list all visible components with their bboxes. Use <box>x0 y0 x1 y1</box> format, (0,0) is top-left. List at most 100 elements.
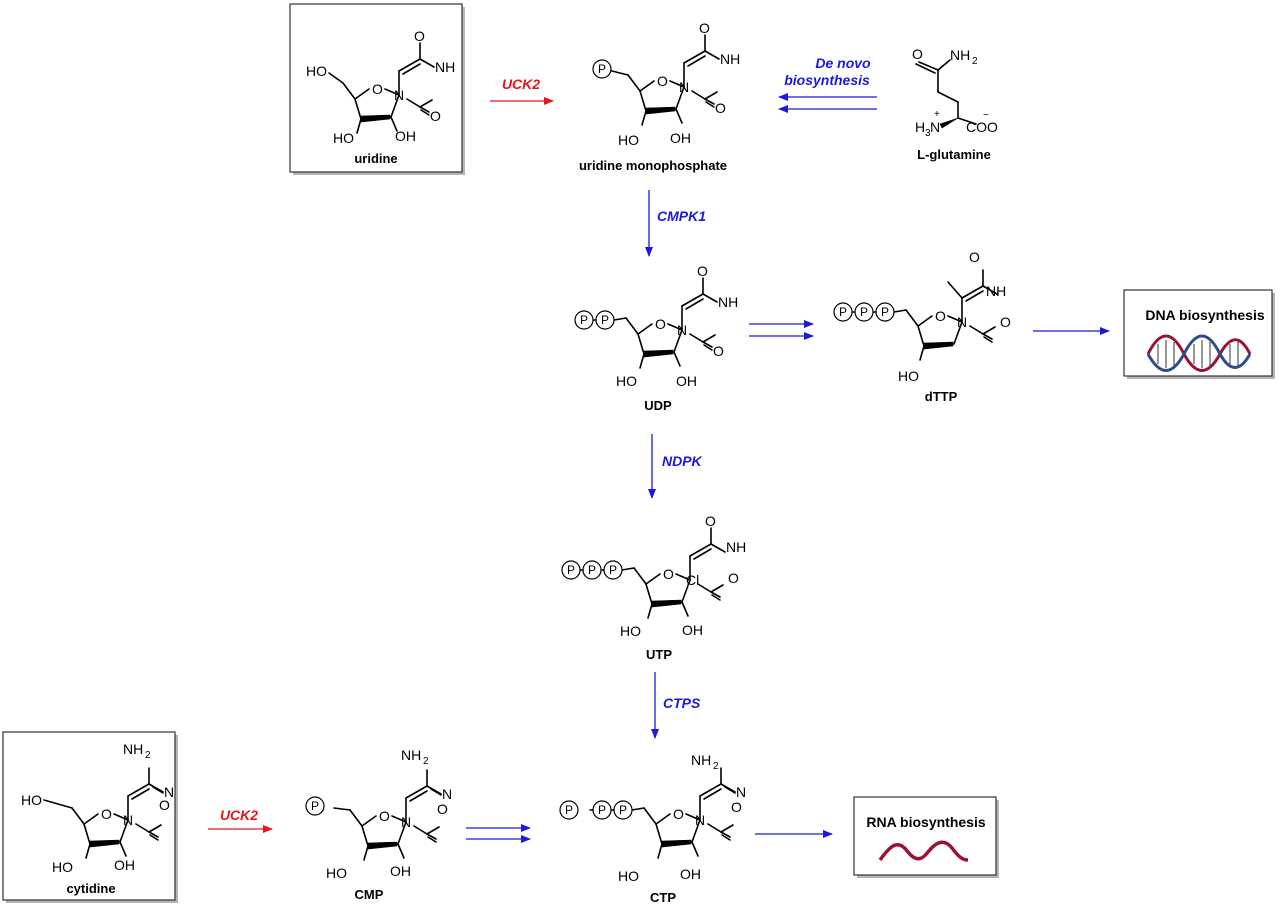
rna-biosynthesis-box <box>853 796 999 878</box>
svg-text:O: O <box>715 100 726 116</box>
svg-text:H: H <box>915 119 925 135</box>
svg-text:NH: NH <box>726 539 746 555</box>
svg-text:P: P <box>580 313 588 327</box>
svg-text:2: 2 <box>713 761 719 772</box>
cmp-structure: N NH 2 N O O P HO OH <box>305 747 452 881</box>
svg-text:2: 2 <box>972 56 978 67</box>
svg-text:OH: OH <box>682 622 703 638</box>
de-novo-label-2: biosynthesis <box>784 72 870 88</box>
svg-text:O: O <box>437 801 448 817</box>
svg-text:N: N <box>695 812 705 828</box>
svg-text:O: O <box>713 343 724 359</box>
svg-text:N: N <box>930 119 940 135</box>
svg-text:O: O <box>655 316 666 332</box>
svg-text:COO: COO <box>966 119 998 135</box>
svg-text:P: P <box>598 803 606 817</box>
svg-text:O: O <box>430 108 441 124</box>
svg-text:NH: NH <box>691 752 711 768</box>
udp-label: UDP <box>644 398 672 413</box>
svg-text:P: P <box>619 803 627 817</box>
dna-biosynthesis-title: DNA biosynthesis <box>1145 307 1264 323</box>
svg-text:OH: OH <box>395 128 416 144</box>
svg-text:O: O <box>657 73 668 89</box>
svg-text:−: − <box>983 110 989 121</box>
l-glutamine-structure: O NH 2 H 3 N + COO − <box>912 46 998 139</box>
utp-structure: Cl O NH O O P P P HO OH <box>561 513 746 639</box>
svg-text:O: O <box>935 308 946 324</box>
ctps-label: CTPS <box>663 695 701 711</box>
uck2-bottom-label: UCK2 <box>220 807 258 823</box>
svg-text:O: O <box>673 806 684 822</box>
l-glutamine-label: L-glutamine <box>917 147 991 162</box>
uridine-box <box>289 3 465 175</box>
svg-text:NH: NH <box>950 47 970 63</box>
cytidine-box <box>2 731 178 903</box>
svg-text:P: P <box>860 305 868 319</box>
dna-biosynthesis-box <box>1123 289 1275 379</box>
svg-text:O: O <box>705 513 716 529</box>
svg-text:N: N <box>123 812 133 828</box>
cmp-label: CMP <box>355 887 384 902</box>
rna-biosynthesis-title: RNA biosynthesis <box>866 814 985 830</box>
svg-text:P: P <box>567 563 575 577</box>
svg-text:O: O <box>728 570 739 586</box>
svg-text:N: N <box>679 79 689 95</box>
ump-label: uridine monophosphate <box>579 158 727 173</box>
svg-text:N: N <box>401 814 411 830</box>
ndpk-label: NDPK <box>662 453 703 469</box>
svg-text:O: O <box>969 249 980 265</box>
cytidine-label: cytidine <box>66 881 115 896</box>
cytidine-structure: N NH 2 N O O HO HO OH <box>21 741 174 875</box>
svg-text:O: O <box>101 806 112 822</box>
svg-text:O: O <box>731 799 742 815</box>
svg-text:P: P <box>565 803 573 817</box>
rna-strand-icon <box>878 840 969 862</box>
cmpk1-label: CMPK1 <box>657 208 706 224</box>
svg-text:OH: OH <box>680 866 701 882</box>
ump-structure: N O NH O O P HO OH <box>592 20 740 148</box>
svg-text:O: O <box>699 20 710 36</box>
svg-text:HO: HO <box>620 623 641 639</box>
svg-text:O: O <box>159 797 170 813</box>
svg-text:HO: HO <box>52 859 73 875</box>
svg-text:O: O <box>697 263 708 279</box>
svg-text:NH: NH <box>123 741 143 757</box>
ctp-label: CTP <box>650 890 676 905</box>
svg-text:N: N <box>736 784 746 800</box>
svg-text:+: + <box>934 109 940 120</box>
svg-text:HO: HO <box>616 373 637 389</box>
svg-text:NH: NH <box>435 59 455 75</box>
svg-text:N: N <box>164 784 174 800</box>
svg-text:HO: HO <box>618 868 639 884</box>
svg-text:OH: OH <box>670 130 691 146</box>
svg-text:2: 2 <box>423 756 429 767</box>
utp-label: UTP <box>646 647 672 662</box>
svg-text:OH: OH <box>676 373 697 389</box>
svg-text:P: P <box>311 799 319 813</box>
svg-text:N: N <box>677 322 687 338</box>
svg-text:NH: NH <box>401 747 421 763</box>
svg-text:HO: HO <box>898 368 919 384</box>
svg-text:N: N <box>394 87 404 103</box>
svg-text:Cl: Cl <box>686 572 699 588</box>
svg-text:N: N <box>957 314 967 330</box>
svg-text:N: N <box>442 786 452 802</box>
svg-text:O: O <box>414 28 425 44</box>
svg-text:HO: HO <box>333 130 354 146</box>
svg-text:O: O <box>372 81 383 97</box>
svg-text:O: O <box>663 566 674 582</box>
svg-text:HO: HO <box>326 865 347 881</box>
uridine-structure: N O NH O O HO HO OH <box>306 28 455 146</box>
svg-text:O: O <box>1000 314 1011 330</box>
udp-structure: N O NH O O P P HO OH <box>574 263 738 389</box>
svg-text:NH: NH <box>720 51 740 67</box>
svg-text:3: 3 <box>925 128 931 139</box>
ctp-structure: N NH 2 N O O P P P HO OH <box>559 752 746 884</box>
svg-text:OH: OH <box>390 863 411 879</box>
svg-text:P: P <box>598 62 606 76</box>
svg-text:HO: HO <box>306 63 327 79</box>
svg-text:O: O <box>379 808 390 824</box>
svg-text:P: P <box>839 305 847 319</box>
svg-text:O: O <box>912 46 923 62</box>
uridine-label: uridine <box>354 151 397 166</box>
